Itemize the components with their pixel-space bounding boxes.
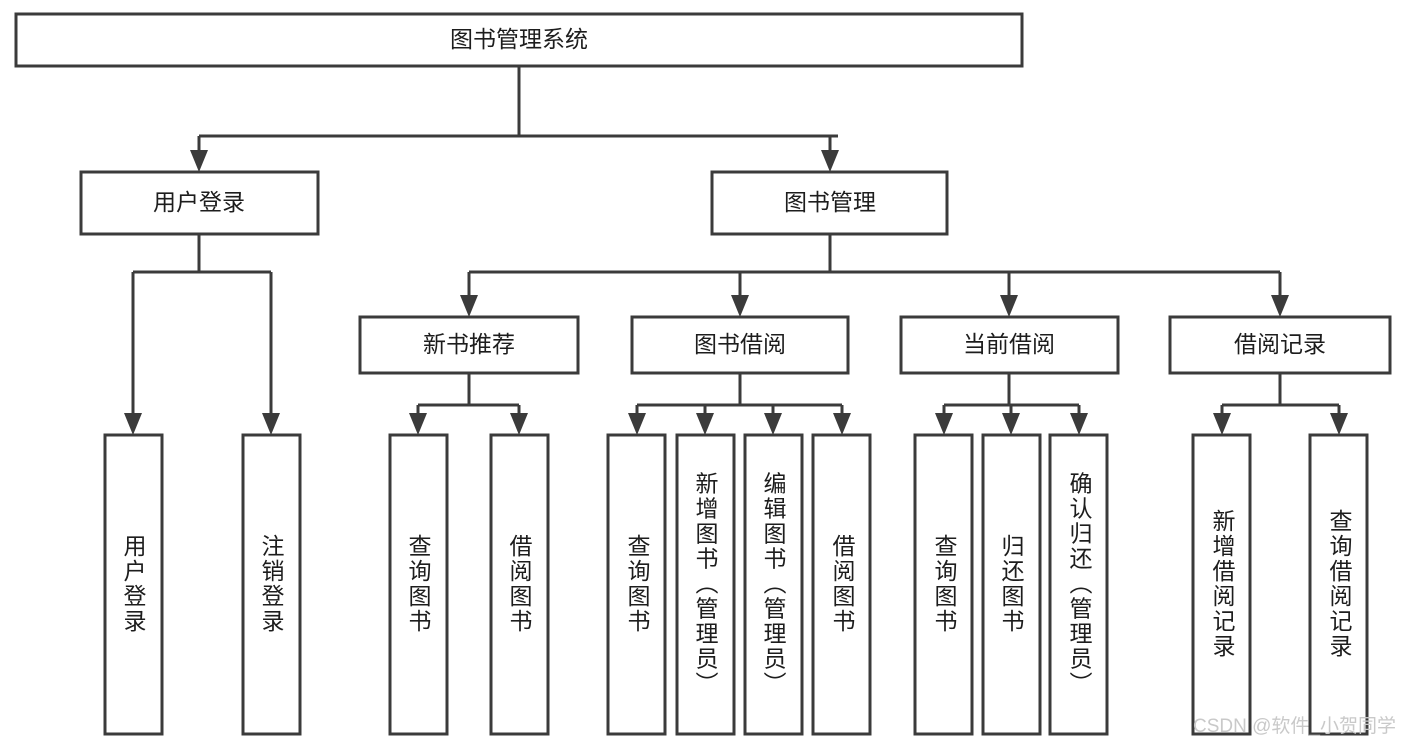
arrow-root-to-book-manage bbox=[821, 150, 839, 172]
node-new-book-recommend-label: 新书推荐 bbox=[423, 331, 515, 357]
leaf-record-1-box[interactable] bbox=[1191, 433, 1252, 736]
node-borrow-record-box[interactable] bbox=[1168, 315, 1392, 375]
leaf-user-login-2-box[interactable] bbox=[241, 433, 302, 736]
arrow-user-login-leaf2 bbox=[262, 413, 280, 435]
leaf-current-2-box[interactable] bbox=[981, 433, 1042, 736]
node-root-label: 图书管理系统 bbox=[450, 26, 588, 52]
leaf-record-1[interactable]: 新增借阅记录 bbox=[1191, 433, 1252, 736]
leaf-borrow-3-label: 编辑图书（管理员） bbox=[760, 472, 787, 697]
leaf-current-3-box[interactable] bbox=[1048, 433, 1109, 736]
arrow-user-login-leaf1 bbox=[124, 413, 142, 435]
arrow-record-leaf1 bbox=[1213, 413, 1231, 435]
node-borrow-record-label: 借阅记录 bbox=[1234, 331, 1326, 357]
leaf-user-login-2-label: 注销登录 bbox=[258, 534, 285, 634]
leaf-borrow-4-box[interactable] bbox=[811, 433, 872, 736]
leaf-current-3[interactable]: 确认归还（管理员） bbox=[1048, 433, 1109, 736]
leaf-borrow-3[interactable]: 编辑图书（管理员） bbox=[743, 433, 804, 736]
arrow-book-manage-c1 bbox=[460, 295, 478, 317]
leaf-user-login-1-box[interactable] bbox=[103, 433, 164, 736]
arrow-borrow-leaf3 bbox=[764, 413, 782, 435]
node-book-manage[interactable]: 图书管理 bbox=[710, 170, 949, 236]
arrow-borrow-leaf4 bbox=[833, 413, 851, 435]
leaf-record-2-box[interactable] bbox=[1308, 433, 1369, 736]
arrow-recommend-leaf2 bbox=[510, 413, 528, 435]
node-user-login-box[interactable] bbox=[79, 170, 320, 236]
arrow-current-leaf3 bbox=[1070, 413, 1088, 435]
leaf-current-2[interactable]: 归还图书 bbox=[981, 433, 1042, 736]
leaf-recommend-2[interactable]: 借阅图书 bbox=[489, 433, 550, 736]
arrow-root-to-user-login bbox=[190, 150, 208, 172]
node-book-borrow[interactable]: 图书借阅 bbox=[630, 315, 850, 375]
leaf-record-2-label: 查询借阅记录 bbox=[1326, 509, 1353, 659]
node-book-borrow-box[interactable] bbox=[630, 315, 850, 375]
leaf-recommend-2-box[interactable] bbox=[489, 433, 550, 736]
leaf-borrow-1-label: 查询图书 bbox=[624, 534, 651, 634]
node-new-book-recommend-box[interactable] bbox=[358, 315, 580, 375]
leaf-record-2[interactable]: 查询借阅记录 bbox=[1308, 433, 1369, 736]
leaf-recommend-1-box[interactable] bbox=[388, 433, 449, 736]
leaf-current-1-box[interactable] bbox=[913, 433, 974, 736]
leaf-current-2-label: 归还图书 bbox=[998, 534, 1025, 634]
arrow-book-manage-c3 bbox=[1000, 295, 1018, 317]
node-borrow-record[interactable]: 借阅记录 bbox=[1168, 315, 1392, 375]
node-book-borrow-label: 图书借阅 bbox=[694, 331, 786, 357]
leaf-user-login-1[interactable]: 用户登录 bbox=[103, 433, 164, 736]
arrow-recommend-leaf1 bbox=[409, 413, 427, 435]
node-book-manage-box[interactable] bbox=[710, 170, 949, 236]
arrow-current-leaf1 bbox=[935, 413, 953, 435]
arrow-book-manage-c4 bbox=[1271, 295, 1289, 317]
leaf-current-3-label: 确认归还（管理员） bbox=[1066, 472, 1093, 697]
arrow-current-leaf2 bbox=[1002, 413, 1020, 435]
arrow-book-manage-c2 bbox=[731, 295, 749, 317]
leaf-current-1[interactable]: 查询图书 bbox=[913, 433, 974, 736]
node-root-box[interactable] bbox=[14, 12, 1024, 68]
node-user-login-label: 用户登录 bbox=[153, 189, 245, 215]
leaf-borrow-3-box[interactable] bbox=[743, 433, 804, 736]
arrow-record-leaf2 bbox=[1330, 413, 1348, 435]
leaf-recommend-2-label: 借阅图书 bbox=[506, 534, 533, 634]
leaf-user-login-1-label: 用户登录 bbox=[120, 534, 147, 634]
node-book-manage-label: 图书管理 bbox=[784, 189, 876, 215]
node-current-borrow-box[interactable] bbox=[899, 315, 1120, 375]
leaf-borrow-2-label: 新增图书（管理员） bbox=[692, 472, 719, 697]
node-user-login[interactable]: 用户登录 bbox=[79, 170, 320, 236]
leaf-recommend-1-label: 查询图书 bbox=[405, 534, 432, 634]
leaf-borrow-1-box[interactable] bbox=[606, 433, 667, 736]
leaf-borrow-4-label: 借阅图书 bbox=[829, 534, 856, 634]
leaf-borrow-2[interactable]: 新增图书（管理员） bbox=[675, 433, 736, 736]
leaf-record-1-label: 新增借阅记录 bbox=[1209, 509, 1236, 659]
node-current-borrow[interactable]: 当前借阅 bbox=[899, 315, 1120, 375]
leaf-borrow-2-box[interactable] bbox=[675, 433, 736, 736]
connector-layer bbox=[124, 66, 1348, 435]
leaf-recommend-1[interactable]: 查询图书 bbox=[388, 433, 449, 736]
node-root[interactable]: 图书管理系统 bbox=[14, 12, 1024, 68]
leaf-current-1-label: 查询图书 bbox=[931, 534, 958, 634]
leaf-borrow-1[interactable]: 查询图书 bbox=[606, 433, 667, 736]
leaf-borrow-4[interactable]: 借阅图书 bbox=[811, 433, 872, 736]
leaf-user-login-2[interactable]: 注销登录 bbox=[241, 433, 302, 736]
node-current-borrow-label: 当前借阅 bbox=[963, 331, 1055, 357]
watermark-label: CSDN @软件_小贺同学 bbox=[1193, 715, 1396, 737]
node-new-book-recommend[interactable]: 新书推荐 bbox=[358, 315, 580, 375]
arrow-borrow-leaf1 bbox=[628, 413, 646, 435]
arrow-borrow-leaf2 bbox=[696, 413, 714, 435]
